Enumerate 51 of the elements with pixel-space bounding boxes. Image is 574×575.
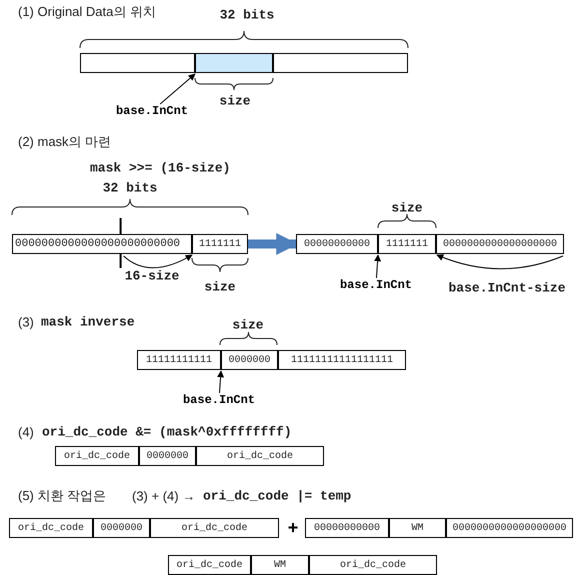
curved-arrow <box>123 254 193 268</box>
register-cell <box>273 53 408 73</box>
register-cell <box>80 53 195 73</box>
register-cell: 1111111 <box>378 234 436 254</box>
code-expression: ori_dc_code |= temp <box>203 488 352 504</box>
offset-label: base.InCnt-size <box>448 280 566 296</box>
operation-label: (3) + (4) → <box>132 488 196 504</box>
register-cell: ori_dc_code <box>168 555 251 575</box>
section-number: (4) <box>18 424 34 440</box>
register-cell: 1111111 <box>192 234 248 254</box>
register-cell: 0000000000000000000000000 <box>12 234 192 254</box>
register-cell: ori_dc_code <box>9 518 93 538</box>
register-cell <box>195 53 273 73</box>
register-cell: 00000000000 <box>296 234 378 254</box>
curved-arrow <box>436 254 564 270</box>
size-label: size <box>219 94 251 108</box>
register-cell: 0000000 <box>139 446 196 466</box>
leader-arrow <box>217 370 224 394</box>
section-heading: (2) mask의 마련 <box>18 133 112 151</box>
bit-width-label: 32 bits <box>220 8 274 22</box>
register-cell: ori_dc_code <box>150 518 279 538</box>
pointer-label: base.InCnt <box>110 104 194 118</box>
register-cell: 11111111111111111 <box>278 350 406 370</box>
shift-label: 16-size <box>124 268 180 284</box>
register-cell: ori_dc_code <box>309 555 437 575</box>
register-cell: ori_dc_code <box>55 446 139 466</box>
section-number: (3) <box>18 314 34 330</box>
register-cell: 0000000 <box>221 350 278 370</box>
register-cell: 0000000000000000000 <box>446 518 573 538</box>
size-label: size <box>232 318 264 332</box>
section-heading: (5) 치환 작업은 <box>18 487 106 505</box>
plus-sign: + <box>288 518 298 538</box>
pointer-label: base.InCnt <box>177 393 261 407</box>
leader-arrow <box>374 254 382 278</box>
bit-width-label: 32 bits <box>102 180 158 196</box>
section-heading: mask inverse <box>41 314 135 330</box>
register-cell: ori_dc_code <box>196 446 324 466</box>
register-cell: WM <box>251 555 309 575</box>
register-cell: 00000000000 <box>305 518 389 538</box>
section-heading: (1) Original Data의 위치 <box>18 3 156 21</box>
block-arrow <box>248 233 298 255</box>
register-cell: 0000000000000000000 <box>436 234 564 254</box>
size-label: size <box>391 200 423 216</box>
pointer-label: base.InCnt <box>334 278 418 292</box>
code-expression: mask >>= (16-size) <box>90 160 230 176</box>
register-cell: WM <box>389 518 446 538</box>
register-cell: 11111111111 <box>137 350 221 370</box>
leader-arrow <box>160 74 196 104</box>
size-label: size <box>204 280 236 294</box>
register-cell: 0000000 <box>93 518 150 538</box>
code-expression: ori_dc_code &= (mask^0xffffffff) <box>42 424 292 440</box>
